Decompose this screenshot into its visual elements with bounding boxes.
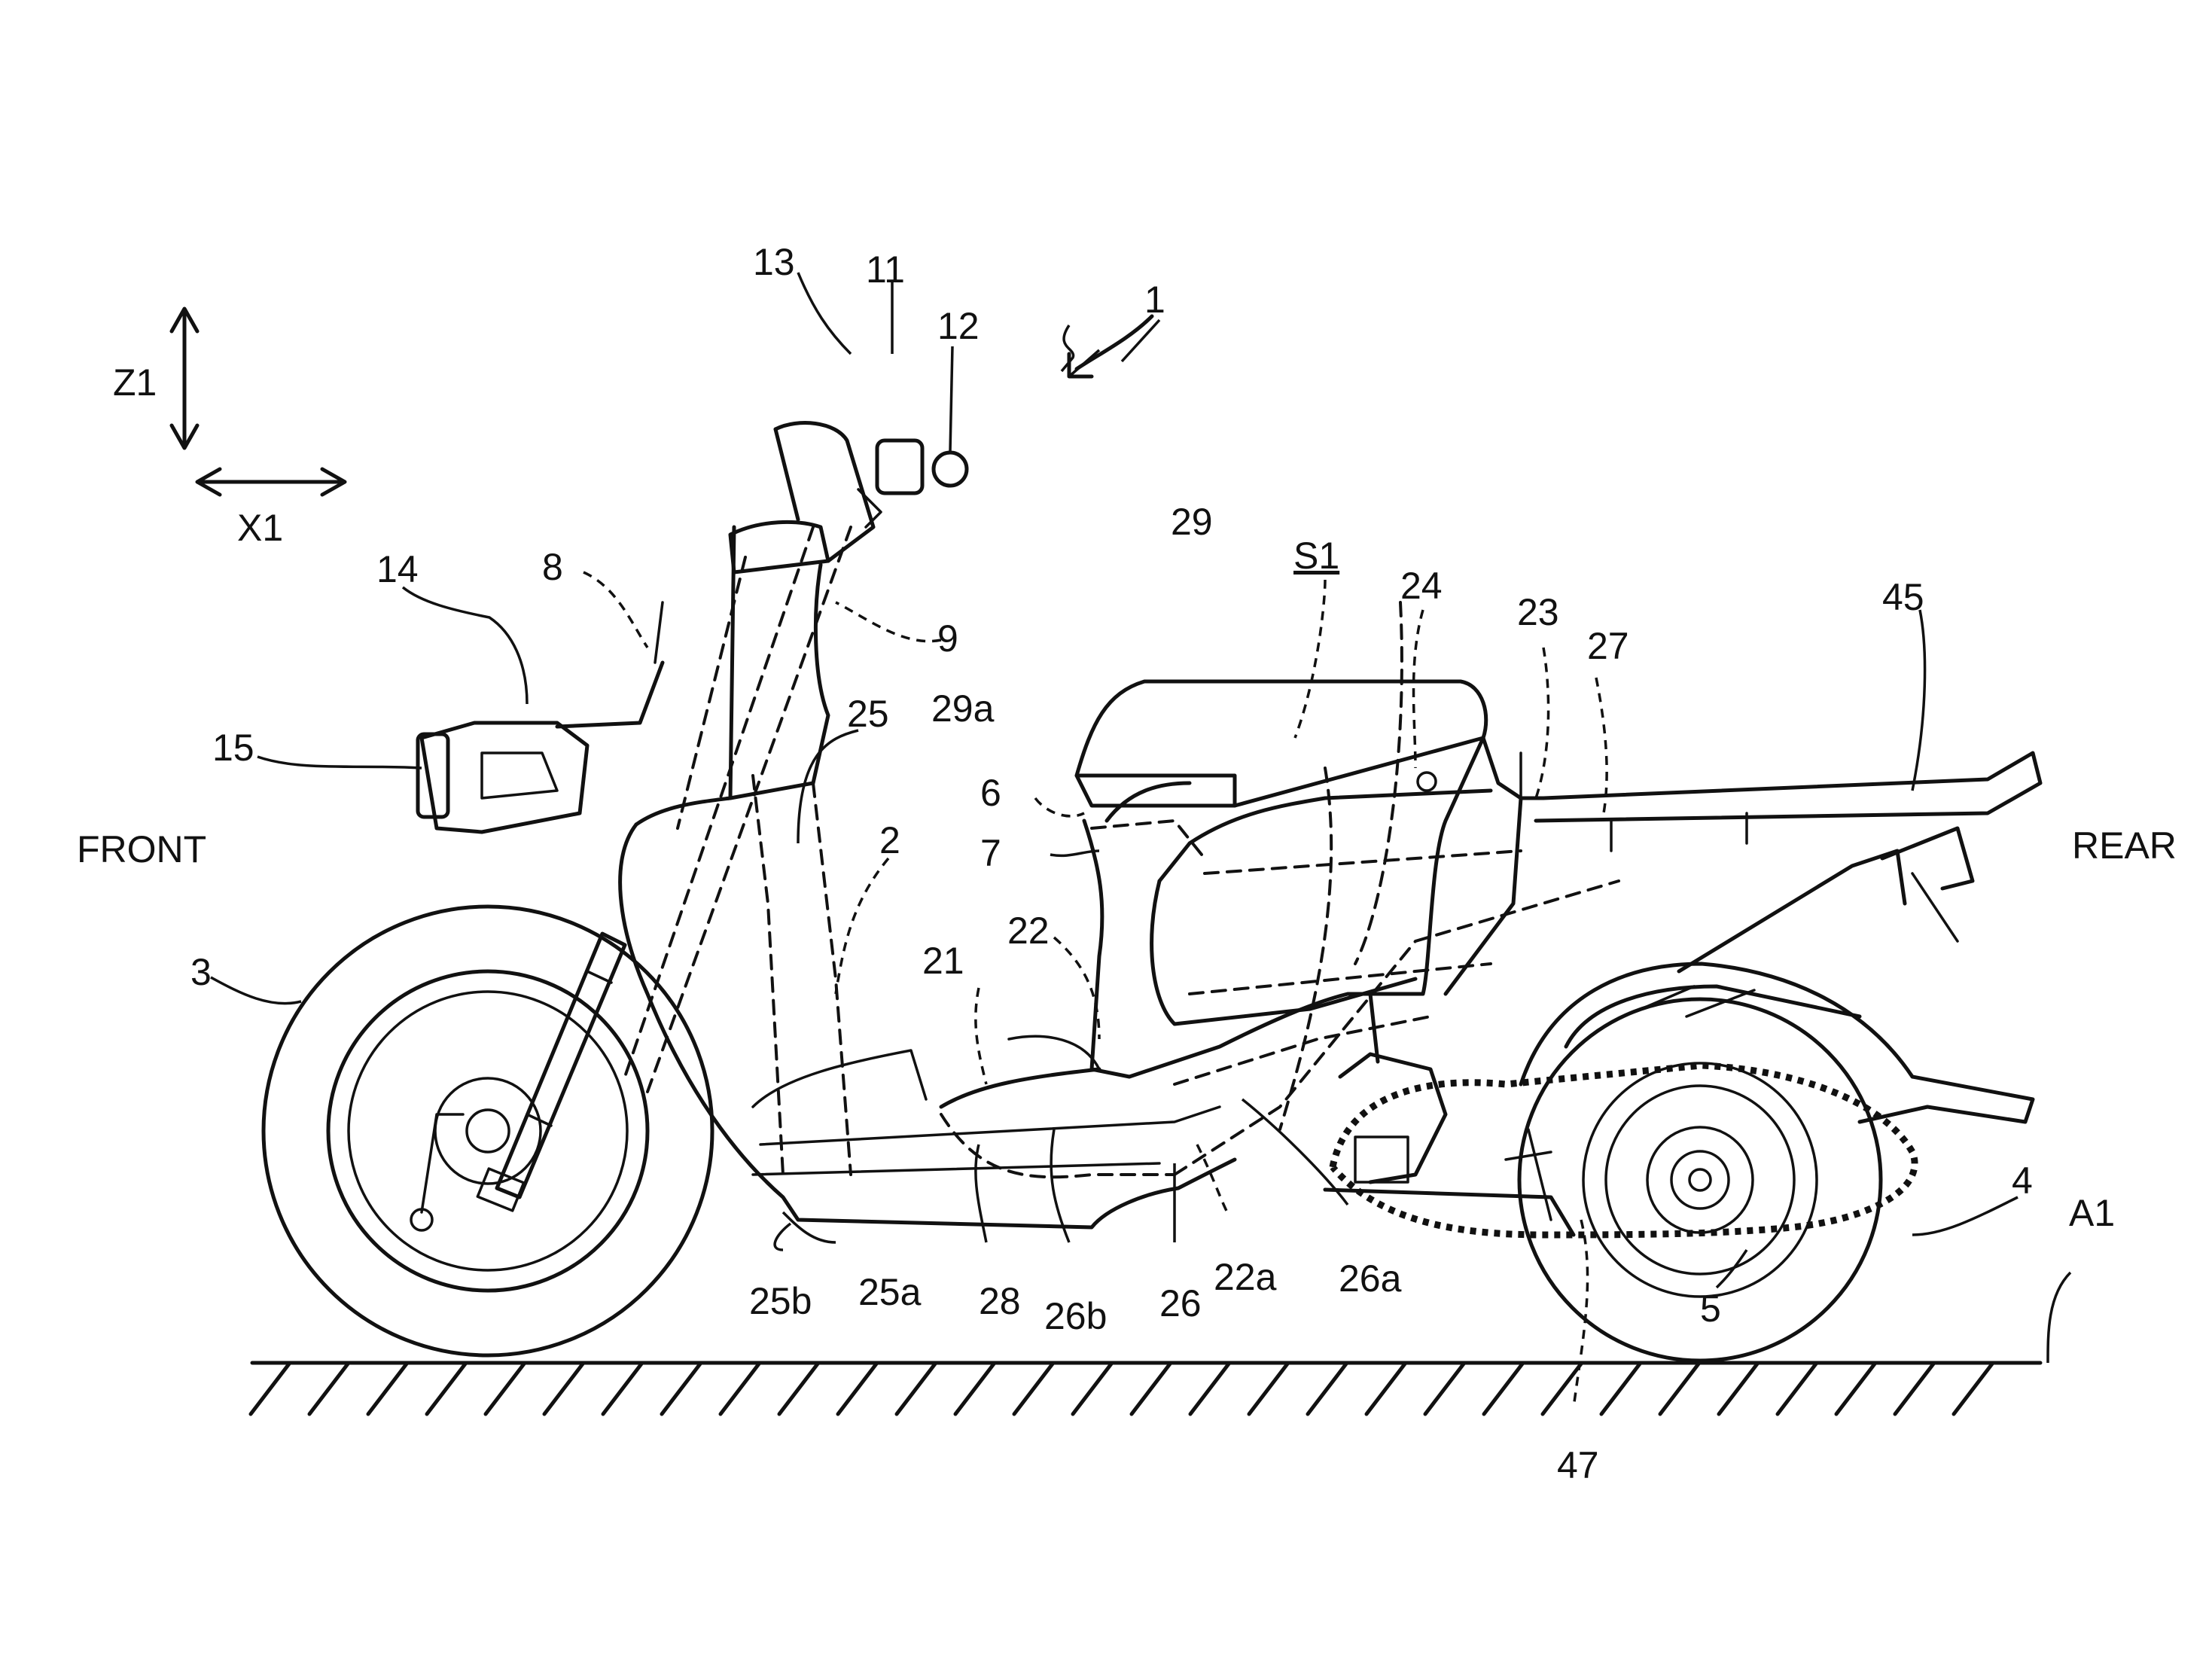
ground-hatch-mark [486, 1363, 525, 1414]
leader-lines [211, 273, 2070, 1408]
ground-hatch-mark [1308, 1363, 1347, 1414]
ground-hatch-mark [1895, 1363, 1934, 1414]
carrier-rack [1521, 753, 2040, 851]
ground-hatch-mark [1484, 1363, 1523, 1414]
ground-hatch-mark [1249, 1363, 1288, 1414]
label-12: 12 [937, 305, 980, 347]
label-29a: 29a [931, 687, 995, 730]
ground-hatch-mark [1367, 1363, 1406, 1414]
axis-label-x1: X1 [237, 507, 283, 549]
label-25: 25 [847, 693, 889, 735]
label-23: 23 [1517, 591, 1559, 633]
frame-hidden [753, 602, 1619, 1177]
ground-hatch-mark [251, 1363, 290, 1414]
ground-hatch-mark [1543, 1363, 1582, 1414]
ground-hatch-mark [1132, 1363, 1171, 1414]
reference-numerals: 1 2 3 4 5 6 7 8 9 11 12 13 14 15 21 22 2… [190, 241, 2033, 1486]
label-3: 3 [190, 951, 212, 993]
label-13: 13 [753, 241, 795, 283]
label-22: 22 [1007, 910, 1050, 952]
front-wheel [264, 907, 712, 1355]
ground-hatch-mark [1954, 1363, 1993, 1414]
ground-hatch-mark [1073, 1363, 1112, 1414]
seat [1077, 681, 1486, 806]
label-1: 1 [1144, 279, 1165, 321]
label-5: 5 [1700, 1288, 1721, 1330]
axis-labels: Z1 X1 [113, 361, 283, 549]
ground-hatch-mark [721, 1363, 760, 1414]
ground-hatch-mark [838, 1363, 877, 1414]
steering-column [730, 423, 967, 572]
ground-hatch-mark [1836, 1363, 1875, 1414]
front-label: FRONT [77, 828, 206, 870]
ground-hatch-mark [1425, 1363, 1464, 1414]
axis-arrows [172, 309, 345, 495]
label-25a: 25a [858, 1271, 922, 1313]
label-2: 2 [879, 819, 900, 861]
label-26a: 26a [1339, 1257, 1402, 1300]
ground-label: A1 [2069, 1192, 2115, 1234]
label-6: 6 [980, 772, 1001, 814]
label-45: 45 [1882, 576, 1924, 618]
ground-hatch-mark [544, 1363, 583, 1414]
label-s1: S1 [1293, 535, 1339, 577]
label-26: 26 [1159, 1282, 1202, 1324]
ground-hatch-mark [368, 1363, 407, 1414]
ground-hatch-mark [1660, 1363, 1699, 1414]
ground-hatch-mark [1778, 1363, 1817, 1414]
reference-arrow [1069, 316, 1152, 376]
ground-hatch-mark [603, 1363, 642, 1414]
label-14: 14 [376, 548, 419, 590]
headlight [418, 602, 663, 832]
label-25b: 25b [749, 1280, 812, 1322]
label-47: 47 [1557, 1444, 1599, 1486]
ground-line [251, 1363, 2040, 1414]
label-15: 15 [212, 727, 254, 769]
label-7: 7 [980, 832, 1001, 874]
footrest [941, 1036, 1099, 1107]
label-28: 28 [979, 1280, 1021, 1322]
label-8: 8 [542, 546, 563, 588]
label-26b: 26b [1044, 1295, 1107, 1337]
label-29: 29 [1171, 501, 1213, 543]
front-fork [477, 934, 625, 1211]
label-27: 27 [1587, 625, 1629, 667]
ground-hatch-mark [662, 1363, 701, 1414]
ground-hatch-mark [1719, 1363, 1758, 1414]
ground-hatch-mark [309, 1363, 349, 1414]
ground-hatch-mark [955, 1363, 995, 1414]
axis-label-z1: Z1 [113, 361, 157, 404]
label-22a: 22a [1214, 1256, 1277, 1298]
label-9: 9 [937, 617, 958, 660]
label-11: 11 [866, 248, 905, 291]
ground-hatch-mark [897, 1363, 936, 1414]
label-4: 4 [2012, 1160, 2033, 1202]
label-24: 24 [1400, 565, 1443, 607]
ground-hatch-mark [1601, 1363, 1641, 1414]
label-21: 21 [922, 940, 964, 982]
ground-hatch-mark [779, 1363, 818, 1414]
ground-hatch-mark [1190, 1363, 1229, 1414]
ground-hatch-mark [1014, 1363, 1053, 1414]
ground-hatch-mark [427, 1363, 466, 1414]
rear-label: REAR [2072, 824, 2177, 867]
